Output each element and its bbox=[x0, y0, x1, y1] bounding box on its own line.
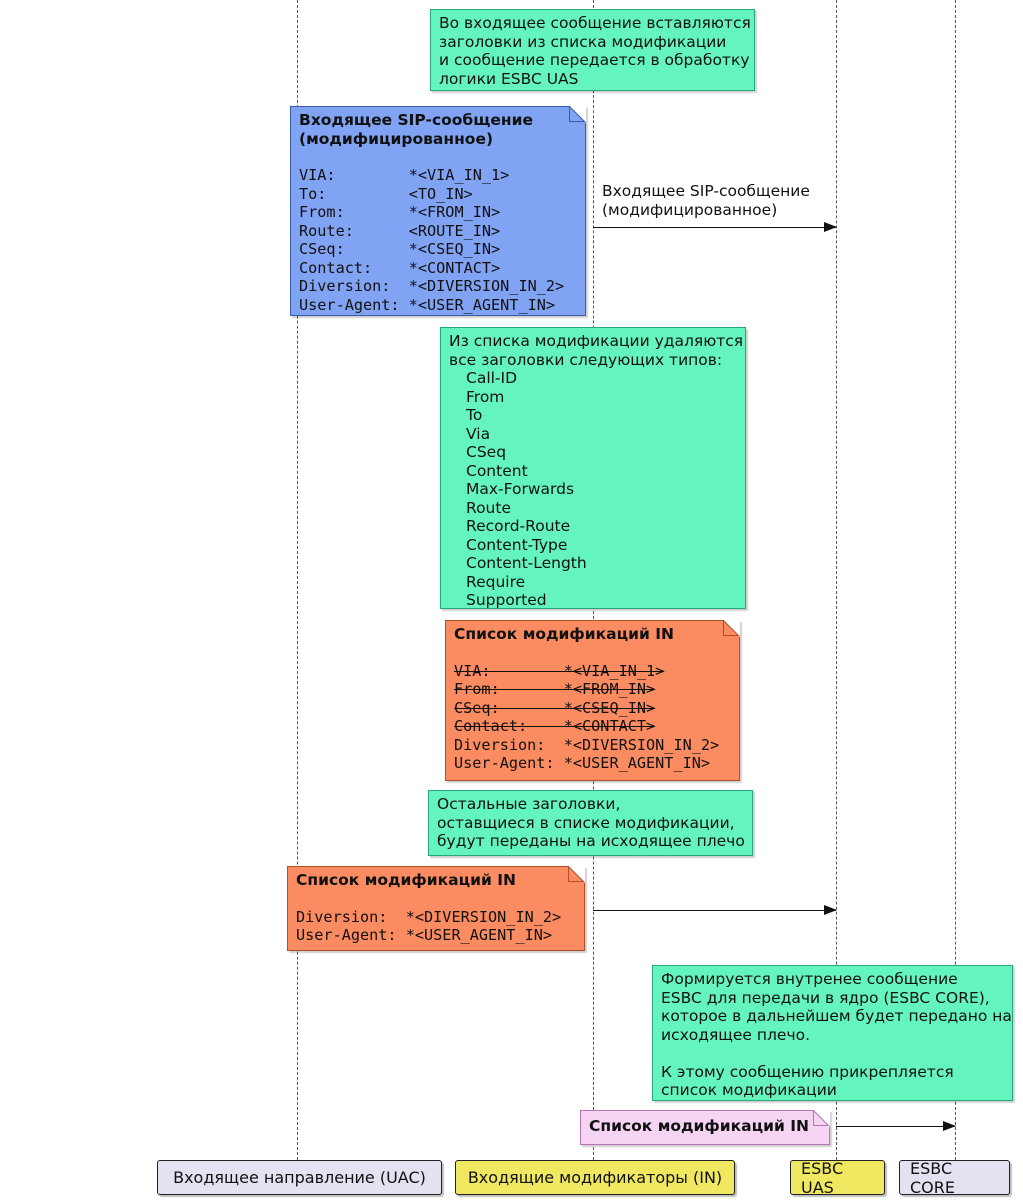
arrowhead-icon bbox=[943, 1121, 956, 1131]
note-intro: Из списка модификации удаляются все заго… bbox=[449, 332, 744, 369]
participant-label: Входящее направление (UAC) bbox=[173, 1168, 426, 1187]
participant-esbc-core: ESBC CORE bbox=[899, 1158, 1010, 1197]
note-text: Во входящее сообщение вставляются заголо… bbox=[439, 14, 751, 88]
struck-header-line: CSeq: *<CSEQ_IN> bbox=[454, 698, 656, 717]
sip-headers: Diversion: *<DIVERSION_IN_2> User-Agent:… bbox=[296, 907, 562, 945]
note-insert-headers: Во входящее сообщение вставляются заголо… bbox=[430, 9, 755, 91]
struck-header-line: From: *<FROM_IN> bbox=[454, 680, 656, 698]
note-remove-header-types: Из списка модификации удаляются все заго… bbox=[440, 327, 746, 609]
note-form-internal-message: Формируется внутренее сообщение ESBC для… bbox=[652, 965, 1013, 1101]
note-title: Список модификаций IN bbox=[454, 625, 674, 643]
spacer bbox=[299, 148, 577, 166]
participant-label: Входящие модификаторы (IN) bbox=[467, 1168, 723, 1187]
kept-header-lines: Diversion: *<DIVERSION_IN_2> User-Agent:… bbox=[454, 735, 720, 773]
lifeline-esbc-core bbox=[955, 0, 956, 1160]
participant-esbc-uas: ESBC UAS bbox=[790, 1158, 885, 1197]
note-remaining-headers: Остальные заголовки, оставщиеся в списке… bbox=[428, 790, 753, 856]
struck-header-line: Contact: *<CONTACT> bbox=[454, 717, 656, 735]
arrow-mod-list-to-uas bbox=[593, 905, 837, 915]
participant-label: ESBC CORE bbox=[910, 1158, 955, 1197]
sip-headers: VIA: *<VIA_IN_1> To: <TO_IN> From: *<FRO… bbox=[299, 166, 565, 314]
arrow-incoming-sip bbox=[593, 222, 837, 232]
note-text: Формируется внутренее сообщение ESBC для… bbox=[661, 970, 1012, 1099]
note-text: Остальные заголовки, оставщиеся в списке… bbox=[437, 795, 745, 850]
arrowhead-icon bbox=[824, 222, 837, 232]
spacer bbox=[296, 890, 576, 908]
participant-label: ESBC UAS bbox=[801, 1158, 844, 1197]
note-fold-icon bbox=[568, 866, 585, 883]
arrowhead-icon bbox=[824, 905, 837, 915]
note-mod-list-in-struck: Список модификаций IN VIA: *<VIA_IN_1> F… bbox=[445, 620, 740, 781]
note-mod-list-in-final: Список модификаций IN Diversion: *<DIVER… bbox=[287, 866, 585, 951]
message-label-incoming-sip: Входящее SIP-сообщение (модифицированное… bbox=[602, 182, 810, 219]
lifeline-uac bbox=[297, 0, 298, 1160]
arrow-mod-list-to-core bbox=[836, 1121, 956, 1131]
note-fold-icon bbox=[723, 620, 740, 637]
participant-uac: Входящее направление (UAC) bbox=[157, 1160, 442, 1195]
note-title: Список модификаций IN bbox=[589, 1117, 809, 1135]
header-type-list: Call-ID From To Via CSeq Content Max-For… bbox=[466, 369, 587, 609]
lifeline-esbc-uas bbox=[836, 0, 837, 1160]
note-mod-list-in-attached: Список модификаций IN bbox=[580, 1110, 830, 1145]
struck-header-line: VIA: *<VIA_IN_1> bbox=[454, 661, 665, 680]
note-fold-icon bbox=[813, 1110, 830, 1127]
spacer bbox=[454, 644, 731, 662]
note-fold-icon bbox=[569, 106, 586, 123]
note-title: Входящее SIP-сообщение (модифицированное… bbox=[299, 111, 533, 148]
note-title: Список модификаций IN bbox=[296, 871, 516, 889]
participant-in-modifiers: Входящие модификаторы (IN) bbox=[455, 1160, 735, 1195]
note-incoming-sip-message: Входящее SIP-сообщение (модифицированное… bbox=[290, 106, 586, 316]
